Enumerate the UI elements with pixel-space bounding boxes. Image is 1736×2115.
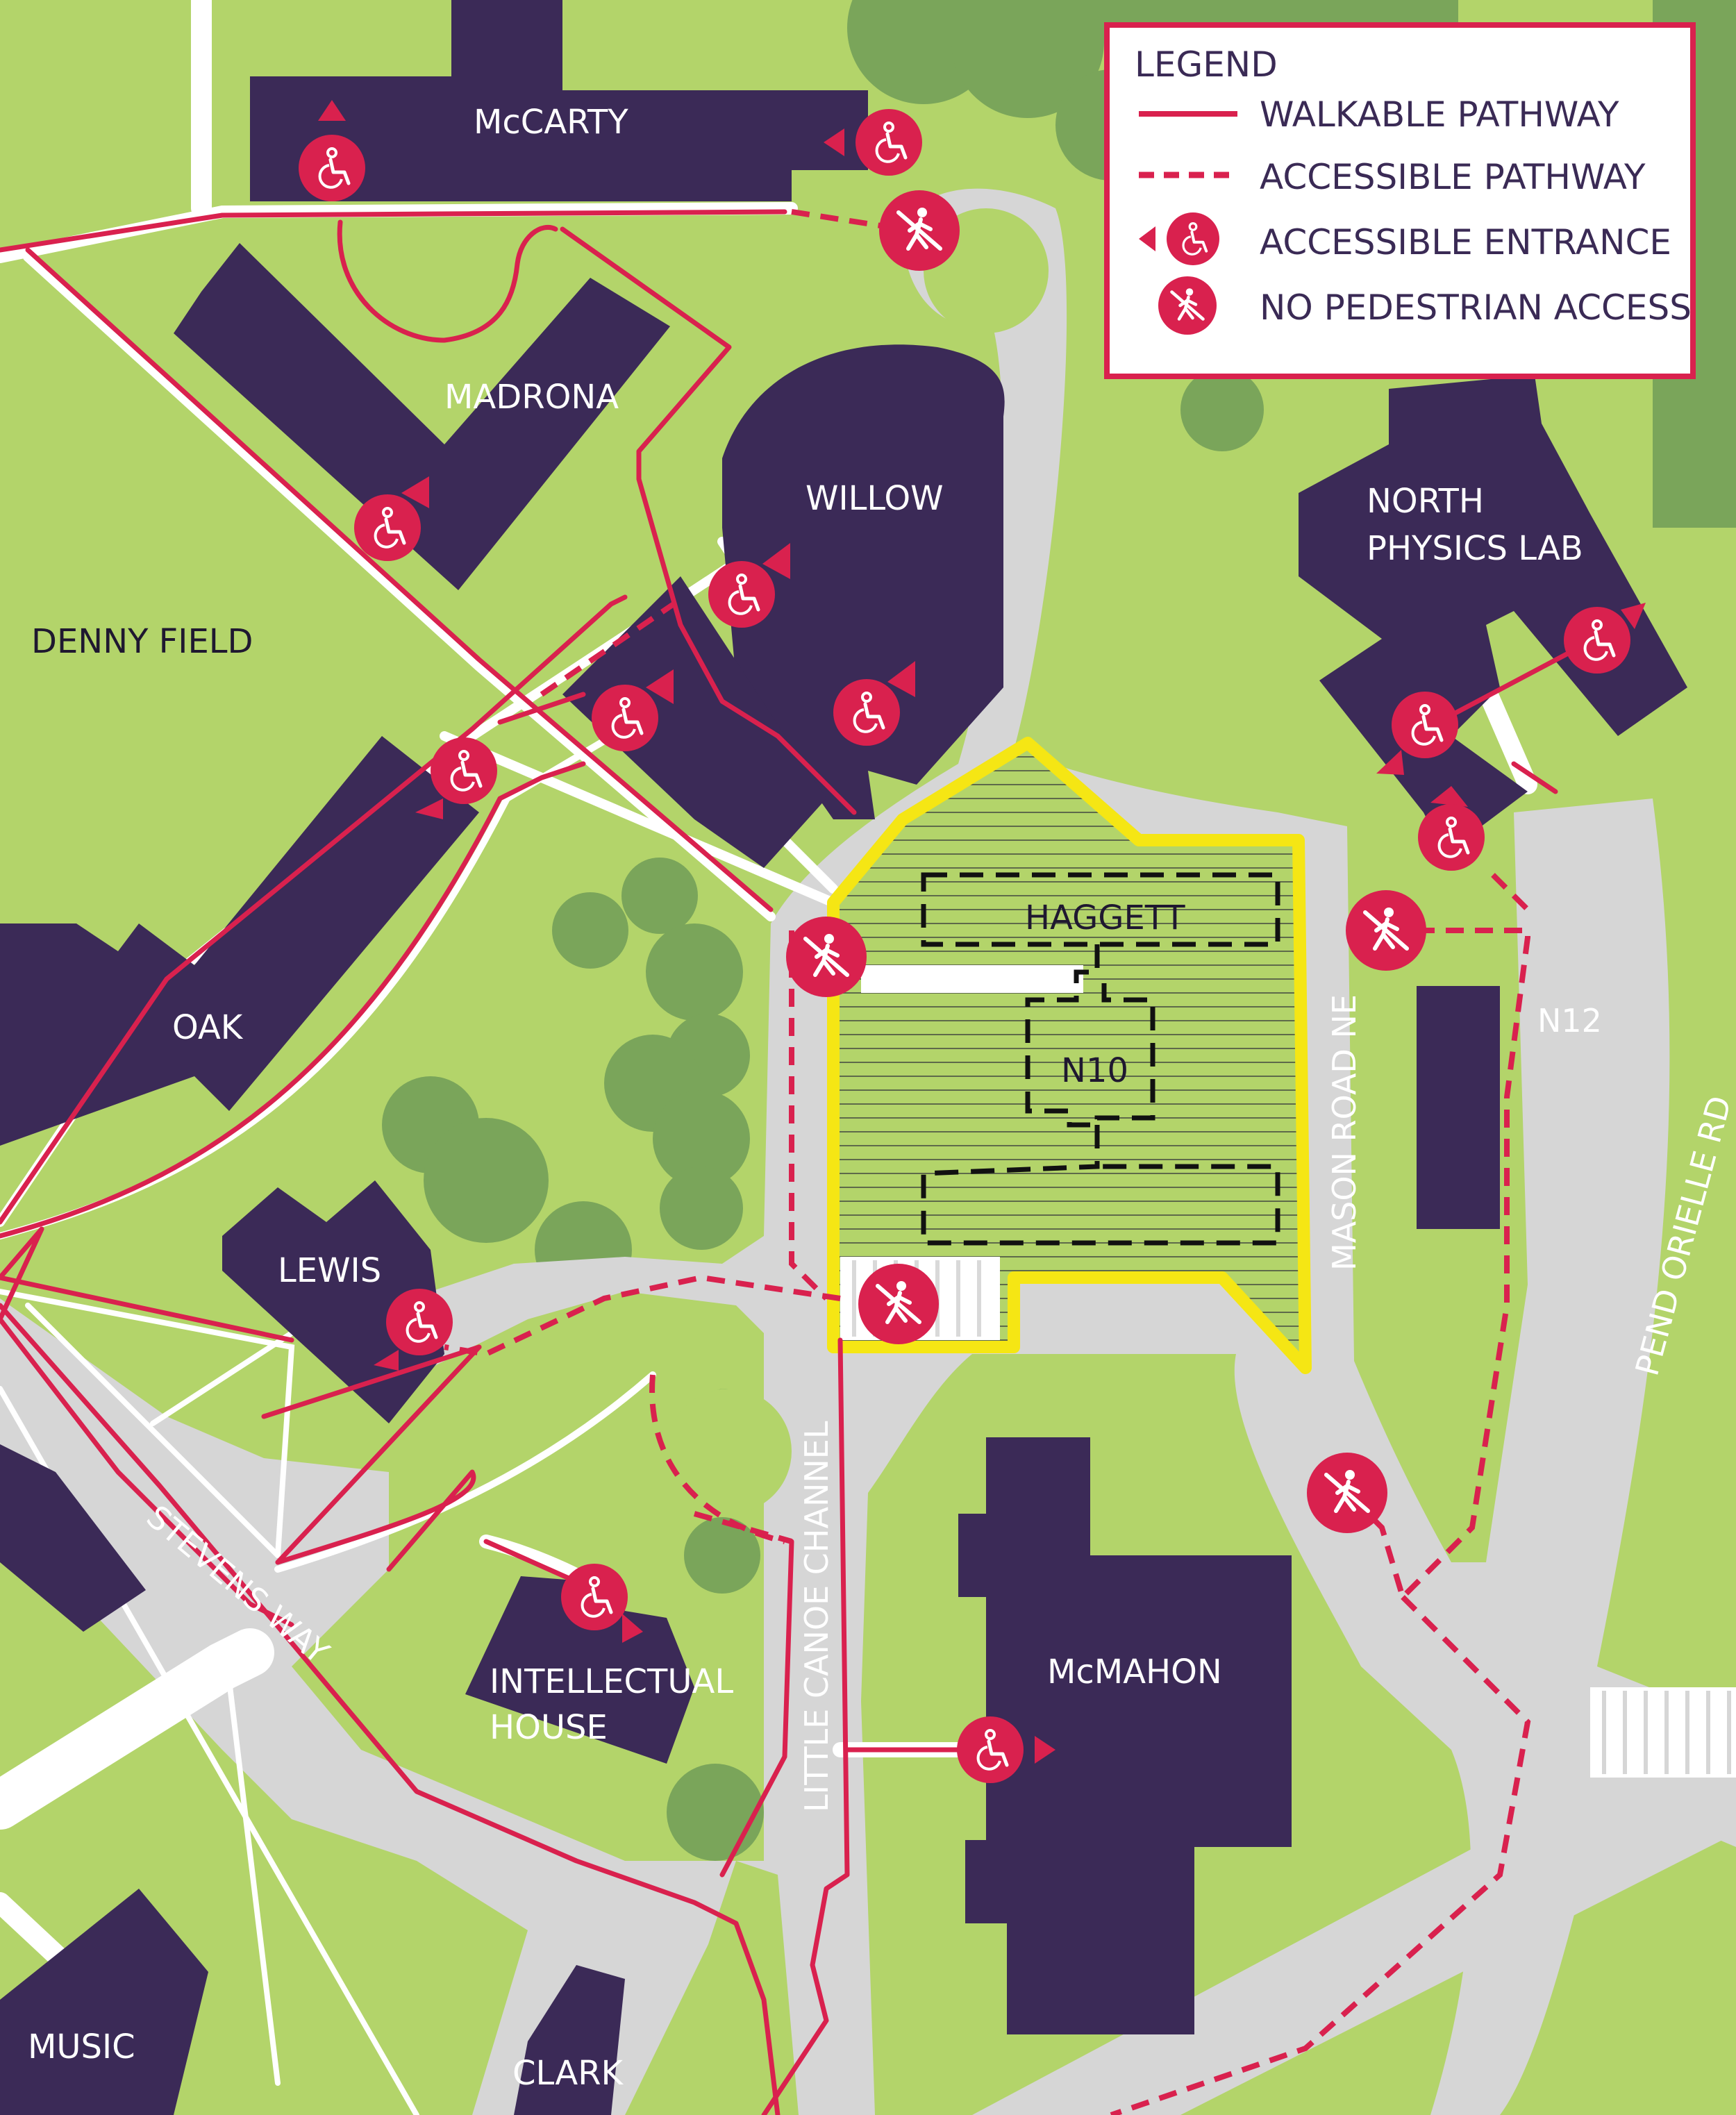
madrona-building: [174, 243, 670, 590]
mcmahon-building: [958, 1437, 1292, 2034]
label-n12: N12: [1537, 1002, 1602, 1039]
label-music: MUSIC: [28, 2028, 135, 2066]
label-madrona: MADRONA: [444, 378, 619, 417]
no-pedestrian-icon[interactable]: [879, 190, 960, 271]
no-pedestrian-icon: [1158, 276, 1217, 335]
wheelchair-icon[interactable]: [561, 1564, 643, 1643]
wheelchair-icon[interactable]: [415, 737, 497, 819]
no-pedestrian-icon[interactable]: [1346, 890, 1426, 971]
wheelchair-icon[interactable]: [1564, 603, 1646, 674]
wheelchair-icon[interactable]: [1376, 692, 1458, 775]
wheelchair-icon[interactable]: [833, 661, 915, 746]
label-n10: N10: [1061, 1051, 1128, 1090]
music-building: [0, 1889, 208, 2115]
wheelchair-icon: [1139, 212, 1219, 265]
crosswalk: [1590, 1687, 1736, 1778]
n12-building: [1417, 986, 1500, 1229]
label-mcmahon: McMAHON: [1047, 1653, 1222, 1691]
wheelchair-icon[interactable]: [374, 1289, 453, 1371]
label-intellectual-1: INTELLECTUAL: [490, 1662, 733, 1701]
wheelchair-icon[interactable]: [299, 100, 365, 201]
no-pedestrian-icon[interactable]: [858, 1264, 939, 1344]
label-lewis: LEWIS: [278, 1251, 381, 1290]
legend-title: LEGEND: [1135, 44, 1278, 85]
legend-accessible-label: ACCESSIBLE PATHWAY: [1260, 157, 1646, 197]
label-haggett: HAGGETT: [1025, 898, 1185, 937]
label-mason-road: MASON ROAD NE: [1326, 994, 1363, 1271]
wheelchair-icon[interactable]: [1418, 786, 1485, 871]
label-oak: OAK: [172, 1008, 244, 1047]
mccarty-building: [250, 0, 868, 201]
intellectual-house: [465, 1576, 694, 1764]
label-denny-field: DENNY FIELD: [31, 622, 253, 661]
wheelchair-icon[interactable]: [592, 669, 674, 751]
map-labels: McCARTY MADRONA WILLOW NORTH PHYSICS LAB…: [28, 103, 1736, 2093]
legend-no-pedestrian-label: NO PEDESTRIAN ACCESS: [1260, 287, 1692, 328]
no-pedestrian-markers: [786, 190, 1426, 1533]
label-clark: CLARK: [512, 2054, 624, 2093]
label-north-physics-2: PHYSICS LAB: [1367, 529, 1583, 568]
willow-building: [722, 344, 1005, 820]
accessible-entrances: [299, 100, 1646, 1783]
wheelchair-icon[interactable]: [824, 109, 922, 176]
label-willow: WILLOW: [806, 479, 944, 518]
legend-walkable-label: WALKABLE PATHWAY: [1260, 94, 1619, 135]
wheelchair-icon[interactable]: [957, 1716, 1055, 1783]
west-building: [0, 1444, 146, 1632]
label-mccarty: McCARTY: [474, 103, 628, 142]
no-pedestrian-icon[interactable]: [1307, 1453, 1387, 1533]
walkable-pathways: [0, 209, 1572, 2115]
label-north-physics-1: NORTH: [1367, 482, 1484, 521]
no-pedestrian-icon[interactable]: [786, 917, 867, 997]
clark-building: [514, 1965, 625, 2115]
wheelchair-icon[interactable]: [354, 476, 429, 561]
wheelchair-icon[interactable]: [708, 543, 790, 628]
label-intellectual-2: HOUSE: [490, 1708, 608, 1747]
willow-annex: [562, 576, 826, 868]
legend-entrance-label: ACCESSIBLE ENTRANCE: [1260, 222, 1671, 262]
legend: LEGEND WALKABLE PATHWAY ACCESSIBLE PATHW…: [1104, 22, 1696, 379]
label-little-canoe: LITTLE CANOE CHANNEL: [798, 1421, 835, 1812]
